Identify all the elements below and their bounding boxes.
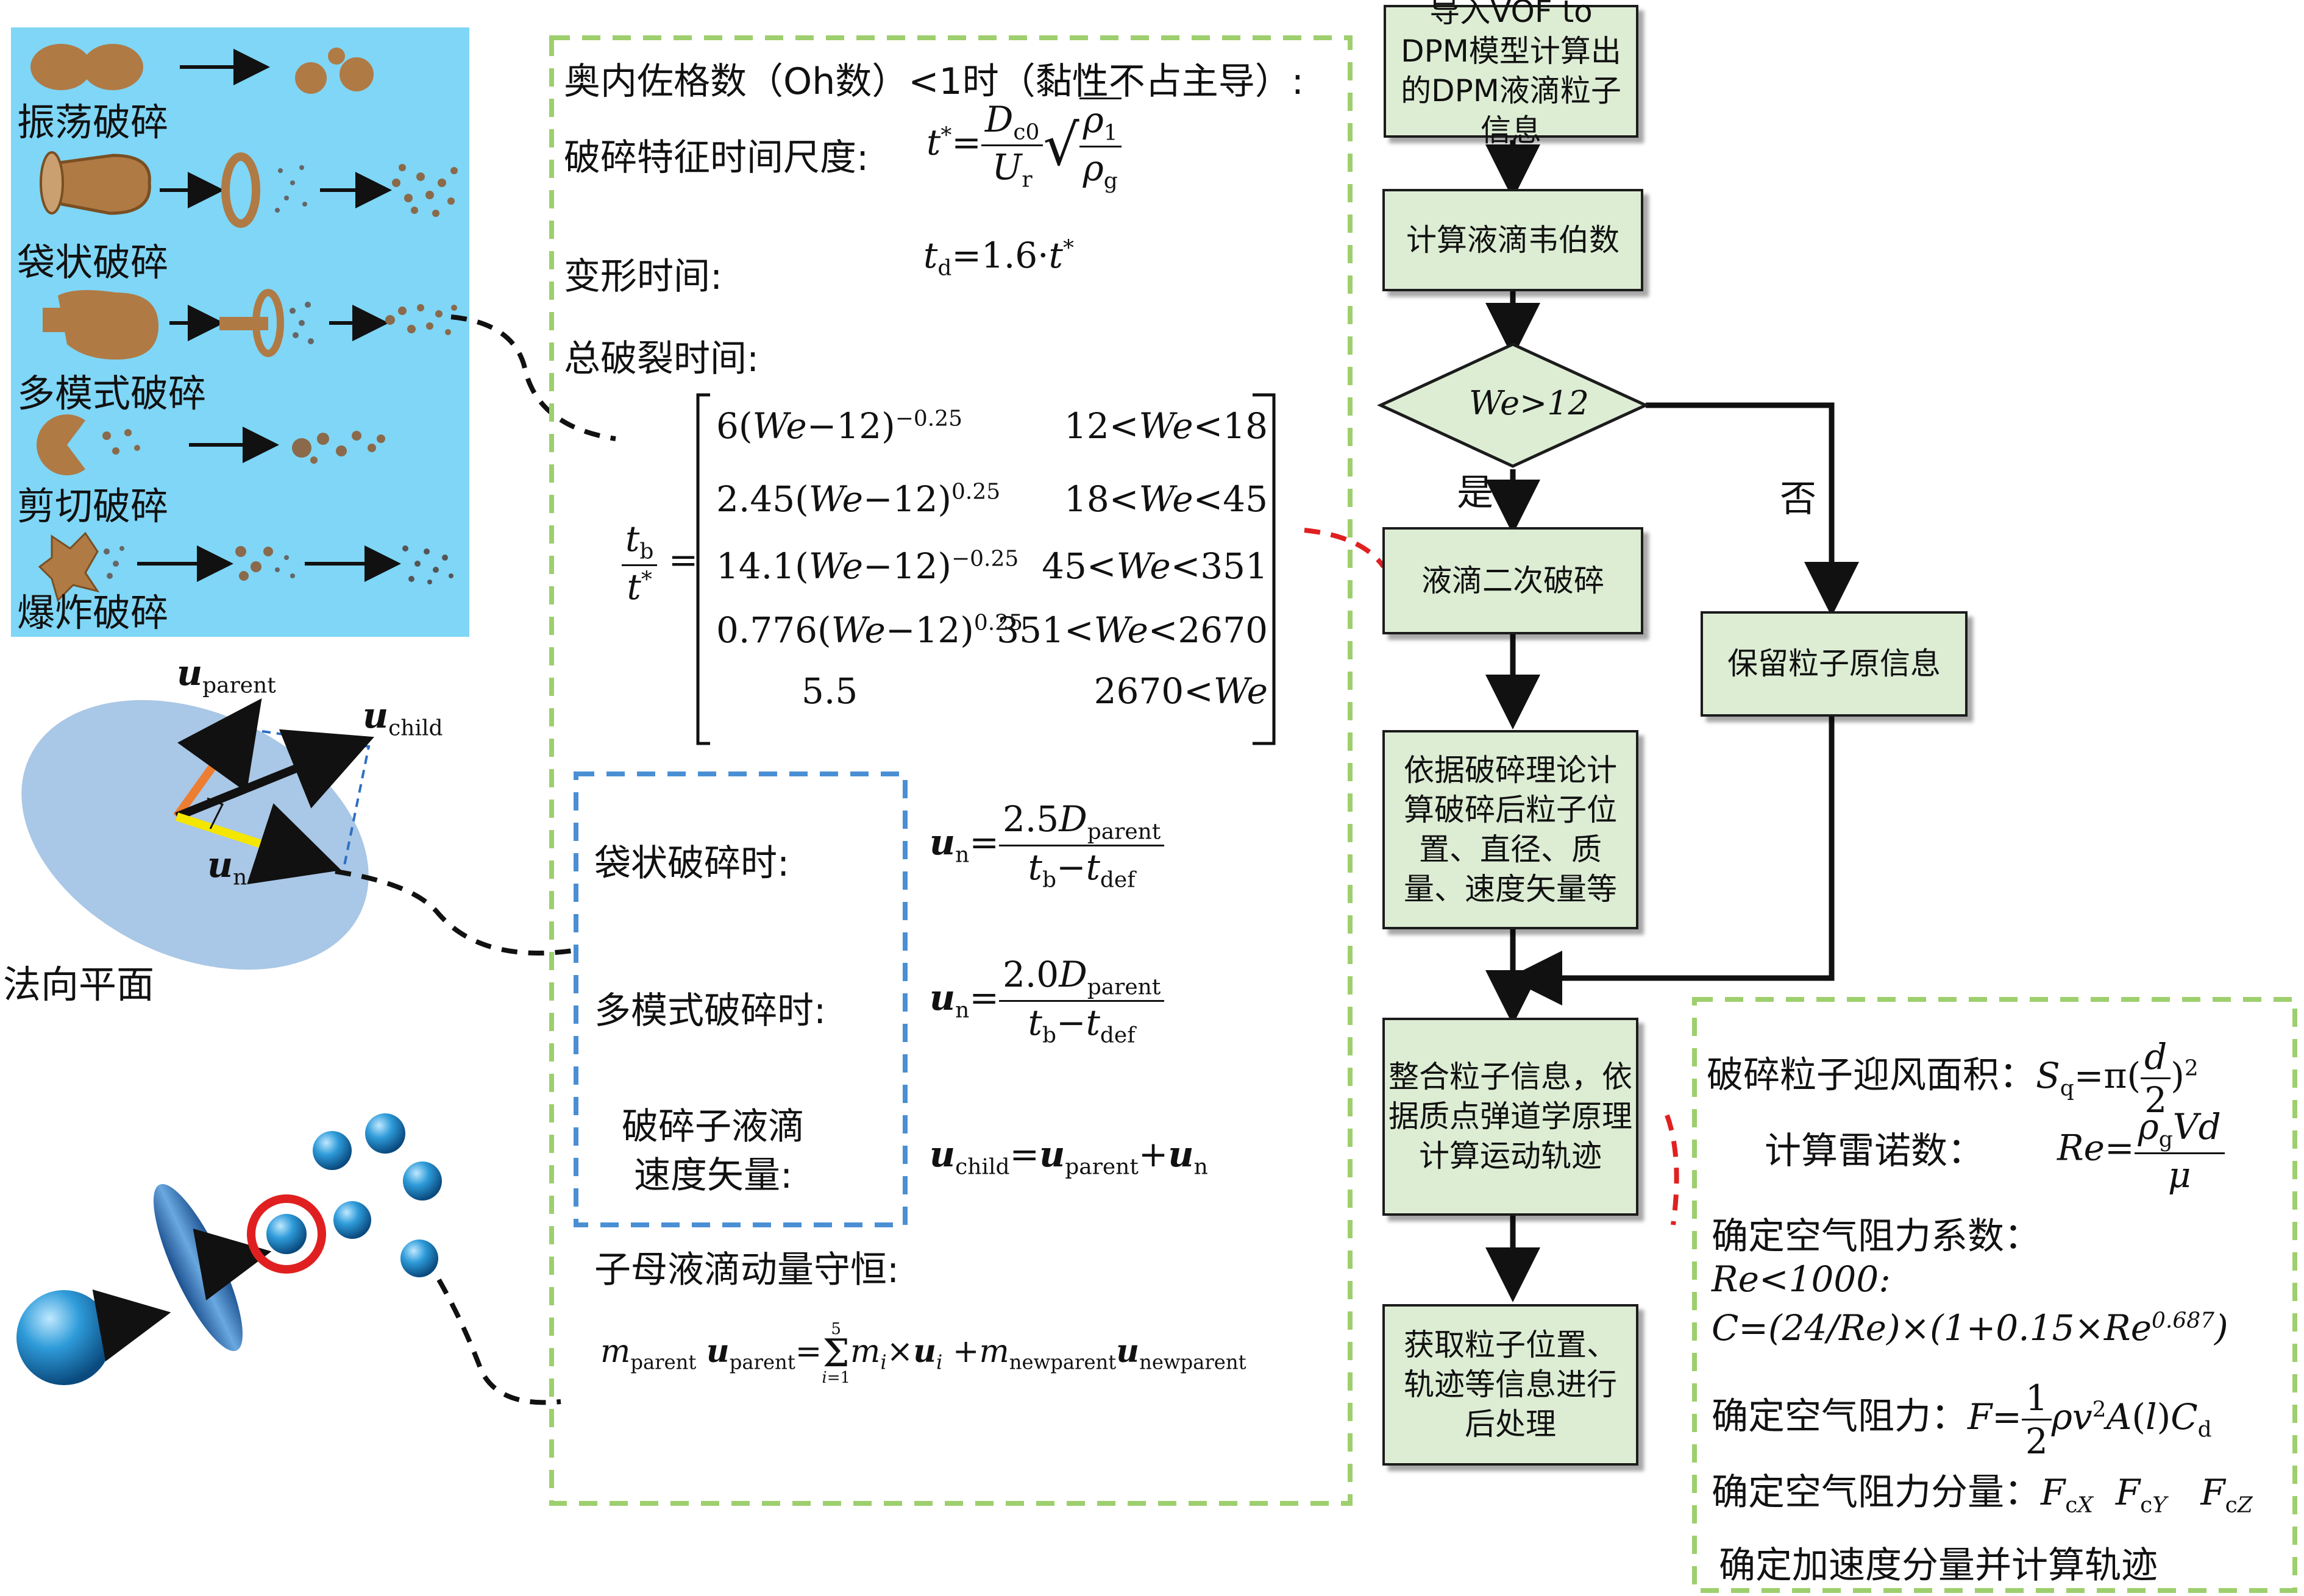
label-bag: 袋状破碎 — [17, 240, 169, 285]
case-cond-1: 18<We<45 — [1064, 478, 1268, 520]
flowchart-arrows — [1485, 140, 1859, 1302]
label-shear: 剪切破碎 — [17, 484, 169, 528]
vibrational-breakup-icon — [30, 44, 374, 94]
drag-formula-panel — [1692, 997, 2297, 1593]
u-child-label: uchild — [363, 695, 443, 741]
normal-plane-illustration — [21, 698, 374, 970]
char-time-label: 破碎特征时间尺度: — [564, 137, 869, 179]
case-cond-0: 12<We<18 — [1064, 405, 1268, 447]
middle-formula-panel — [549, 35, 1353, 1506]
case-expr-3: 0.776(We−12)0.25 — [716, 609, 1023, 651]
flow-step-postprocess: 获取粒子位置、轨迹等信息进行后处理 — [1382, 1304, 1638, 1466]
connector-droplets — [436, 1279, 561, 1405]
normal-plane-label: 法向平面 — [3, 962, 155, 1007]
child-velocity-label-1: 破碎子液滴 — [622, 1105, 805, 1148]
child-velocity-formula: uchild=uparent+un — [930, 1133, 1208, 1180]
drag-components: 确定空气阻力分量：FcX FcY FcZ — [1712, 1471, 2253, 1518]
connector-normal-plane — [335, 869, 574, 956]
label-explosive: 爆炸破碎 — [17, 591, 169, 635]
flow-step-secondary-breakup: 液滴二次破碎 — [1382, 527, 1643, 634]
drag-coef-formula: C=(24/Re)×(1+0.15×Re0.687) — [1712, 1307, 2228, 1349]
u-n-label: un — [207, 844, 247, 890]
momentum-label: 子母液滴动量守恒: — [594, 1249, 900, 1291]
multimode-breakup-icon — [43, 289, 457, 360]
decision-label: We>12 — [1469, 384, 1590, 422]
case-cond-3: 351<We<2670 — [997, 609, 1268, 651]
explosive-breakup-icon — [38, 531, 453, 602]
flow-step-weber: 计算液滴韦伯数 — [1382, 189, 1643, 291]
connector-multimode — [450, 314, 616, 441]
case-expr-4: 5.5 — [802, 670, 858, 712]
flow-step-trajectory: 整合粒子信息，依据质点弹道学原理计算运动轨迹 — [1382, 1018, 1638, 1216]
label-multimode: 多模式破碎 — [17, 371, 207, 416]
acceleration-label: 确定加速度分量并计算轨迹 — [1719, 1544, 2158, 1587]
case-expr-2: 14.1(We−12)−0.25 — [716, 545, 1019, 587]
case-expr-1: 2.45(We−12)0.25 — [716, 478, 1001, 520]
flow-step-keep-info: 保留粒子原信息 — [1701, 611, 1968, 717]
u-parent-label: uparent — [177, 652, 276, 698]
case-cond-2: 45<We<351 — [1042, 545, 1268, 587]
droplet-breakup-illustration — [16, 1113, 442, 1385]
child-velocity-label-2: 速度矢量: — [634, 1154, 793, 1197]
reynolds-label: 计算雷诺数： — [1765, 1130, 1984, 1172]
case-cond-4: 2670<We — [1093, 670, 1268, 712]
flow-step-compute-after-breakup: 依据破碎理论计算破碎后粒子位置、直径、质量、速度矢量等 — [1382, 730, 1638, 929]
re-condition: Re<1000: — [1712, 1258, 1891, 1300]
case-expr-0: 6(We−12)−0.25 — [716, 405, 962, 447]
deform-time-formula: td=1.6·t* — [923, 235, 1074, 281]
bag-breakup-icon — [40, 151, 458, 228]
bag-breakup-label: 袋状破碎时: — [594, 842, 790, 885]
label-vibrational: 振荡破碎 — [17, 100, 169, 144]
shear-breakup-icon — [37, 414, 385, 475]
multimode-breakup-label: 多模式破碎时: — [594, 990, 827, 1032]
ohnesorge-condition: 奥内佐格数（Oh数）<1时（黏性不占主导）: — [564, 60, 1304, 103]
flow-step-import: 导入VOF to DPM模型计算出的DPM液滴粒子信息 — [1384, 0, 1638, 148]
drag-coef-label: 确定空气阻力系数： — [1712, 1215, 2041, 1258]
yes-label: 是 — [1457, 472, 1493, 514]
velocity-panel — [574, 771, 908, 1227]
no-label: 否 — [1780, 478, 1816, 520]
total-time-label: 总破裂时间: — [564, 338, 759, 380]
decision-diamond — [1377, 342, 1649, 468]
deform-time-label: 变形时间: — [564, 255, 723, 298]
